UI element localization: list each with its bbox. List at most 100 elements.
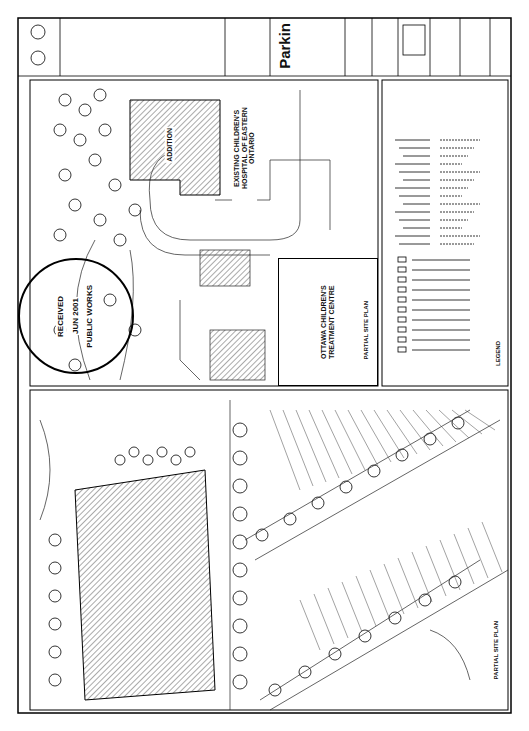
tree-symbol <box>185 447 195 457</box>
parking-stall <box>426 410 456 442</box>
tree-symbol <box>49 674 61 686</box>
tree-symbol <box>419 594 431 606</box>
parking-stall <box>482 522 502 572</box>
legend-symbol <box>403 180 430 181</box>
tree-symbol <box>233 507 247 521</box>
legend-symbol <box>412 320 470 321</box>
label-holder: EXISTING CHILDREN'S HOSPITAL OF EASTERN … <box>232 92 257 204</box>
parking-stall <box>468 528 488 578</box>
tree-symbol <box>129 324 141 336</box>
parking-stall <box>452 410 482 434</box>
tree-symbol <box>54 229 66 241</box>
parking-stall <box>270 410 300 490</box>
stamp-text: RECEIVED <box>56 295 67 338</box>
tree-symbol <box>49 646 61 658</box>
tree-symbol <box>299 666 311 678</box>
tree-symbol <box>233 591 247 605</box>
legend-symbol <box>440 212 474 213</box>
tree-symbol <box>284 513 296 525</box>
legend-symbol <box>395 188 430 189</box>
parking-stall <box>300 600 320 650</box>
legend-symbol <box>440 164 462 165</box>
parking-stall <box>439 410 469 438</box>
tree-symbol <box>59 94 71 106</box>
tree-symbol <box>94 214 106 226</box>
hospital-building <box>130 100 220 195</box>
tree-symbol <box>49 534 61 546</box>
legend-symbol <box>412 330 470 331</box>
tree-symbol <box>233 619 247 633</box>
tree-symbol <box>49 562 61 574</box>
parking-stall <box>413 410 443 446</box>
parking-stall <box>454 534 474 584</box>
parking-stall <box>387 410 417 454</box>
parking-stall <box>400 410 430 450</box>
legend-symbol <box>412 350 470 351</box>
legend-symbol <box>440 204 480 205</box>
legend-symbol <box>412 280 470 281</box>
parking-stall <box>283 410 313 486</box>
legend-symbol <box>399 220 430 221</box>
legend-symbol <box>440 156 468 157</box>
tree-symbol <box>233 479 247 493</box>
tree-symbol <box>89 154 101 166</box>
parking-stall <box>370 570 390 620</box>
legend-symbol <box>440 196 462 197</box>
legend-symbol <box>403 156 430 157</box>
stamp-text: PUBLIC WORKS <box>85 284 96 349</box>
parking-stall <box>384 564 404 614</box>
parking-stall <box>356 576 376 626</box>
lower-plan <box>40 400 508 710</box>
drawing-title: PARTIAL SITE PLAN <box>362 300 371 360</box>
tree-symbol <box>233 451 247 465</box>
legend-symbol <box>398 327 406 332</box>
legend-symbol <box>440 236 480 237</box>
parking-stall <box>314 594 334 644</box>
parking-stall <box>440 540 460 590</box>
title-block <box>18 18 511 76</box>
parking-stall <box>412 552 432 602</box>
legend-symbol <box>395 140 430 141</box>
tree-symbol <box>233 535 247 549</box>
legend-symbol <box>440 220 468 221</box>
tree-symbol <box>233 423 247 437</box>
legend-symbol <box>403 228 430 229</box>
label-holder: LEGEND <box>494 340 503 367</box>
legend-symbol <box>440 244 474 245</box>
tree-symbol <box>157 447 167 457</box>
parking-stall <box>296 410 326 482</box>
sheet-border <box>18 18 511 713</box>
tree-symbol <box>233 675 247 689</box>
building-label: EXISTING CHILDREN'S HOSPITAL OF EASTERN … <box>232 92 257 204</box>
legend-symbol <box>440 228 462 229</box>
tree-symbol <box>74 134 86 146</box>
legend-symbol <box>398 347 406 352</box>
tree-symbol <box>143 455 153 465</box>
tree-symbol <box>115 455 125 465</box>
tree-symbol <box>129 204 141 216</box>
parking-stall <box>426 546 446 596</box>
legend-symbol <box>395 212 430 213</box>
tree-symbol <box>340 481 352 493</box>
label-holder: Parkin <box>276 22 295 70</box>
tree-symbol <box>233 563 247 577</box>
stamp-text: JUN 2001 <box>71 297 82 335</box>
tree-symbol <box>94 89 106 101</box>
tree-symbol <box>99 124 111 136</box>
addition-block: ADDITION <box>150 110 190 180</box>
parking-stall <box>322 410 352 474</box>
legend-symbol <box>412 290 470 291</box>
tree-symbol <box>233 647 247 661</box>
firm-logo: Parkin <box>276 22 295 70</box>
tree-symbol <box>109 179 121 191</box>
tree-symbol <box>171 455 181 465</box>
label-holder: PARTIAL SITE PLAN <box>362 300 371 360</box>
tree-symbol <box>269 684 281 696</box>
legend-symbol <box>440 148 474 149</box>
parking-stall <box>309 410 339 478</box>
panel-frames <box>30 80 508 710</box>
tree-symbol <box>452 417 464 429</box>
legend-symbol <box>398 317 406 322</box>
legend-symbol <box>440 172 480 173</box>
legend-symbol <box>398 257 406 262</box>
